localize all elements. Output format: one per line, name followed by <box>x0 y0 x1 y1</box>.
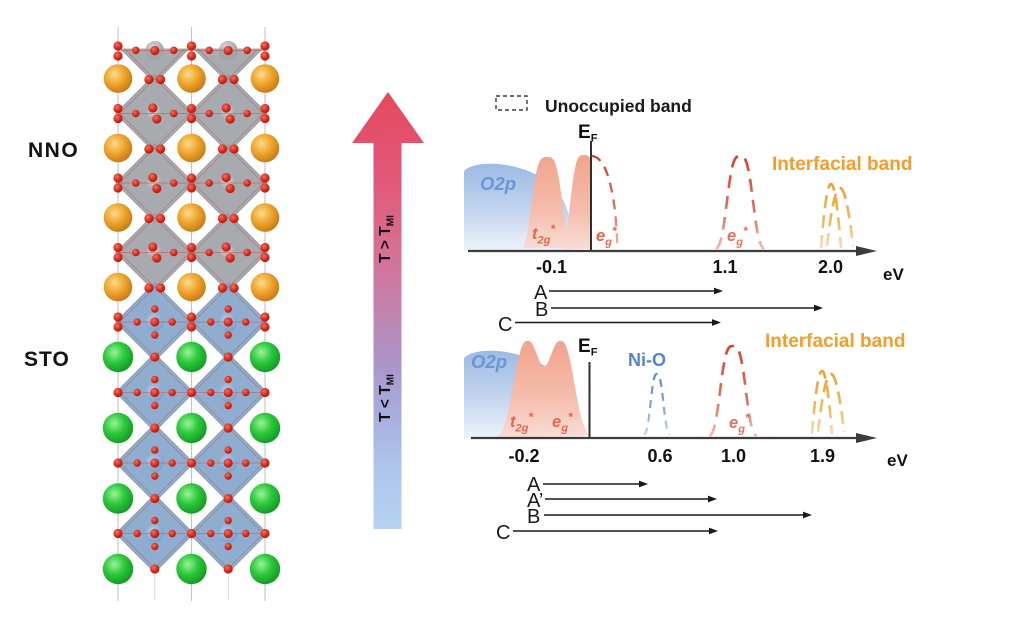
svg-text:EF: EF <box>578 122 598 145</box>
svg-text:NNO: NNO <box>28 139 79 162</box>
svg-text:Unoccupied band: Unoccupied band <box>545 96 692 116</box>
svg-text:eV: eV <box>883 265 904 284</box>
svg-text:-0.2: -0.2 <box>508 446 539 466</box>
svg-text:eV: eV <box>887 451 908 470</box>
svg-text:2.0: 2.0 <box>818 257 843 277</box>
svg-text:1.0: 1.0 <box>721 446 746 466</box>
svg-text:EF: EF <box>578 336 598 359</box>
svg-text:O2p: O2p <box>471 351 507 372</box>
svg-text:A’: A’ <box>527 490 543 512</box>
svg-text:A: A <box>534 282 548 304</box>
svg-text:B: B <box>527 506 540 528</box>
svg-text:1.1: 1.1 <box>712 257 737 277</box>
svg-text:0.6: 0.6 <box>647 446 672 466</box>
svg-text:B: B <box>535 299 548 321</box>
svg-text:A: A <box>527 474 541 496</box>
svg-text:Interfacial band: Interfacial band <box>772 154 912 175</box>
svg-text:T < TMI: T < TMI <box>377 374 397 422</box>
svg-text:C: C <box>498 314 512 336</box>
svg-text:1.9: 1.9 <box>810 446 835 466</box>
svg-text:O2p: O2p <box>480 173 516 194</box>
svg-text:-0.1: -0.1 <box>536 257 567 277</box>
svg-text:Interfacial band: Interfacial band <box>765 331 905 352</box>
svg-text:T > TMI: T > TMI <box>377 215 397 263</box>
svg-text:STO: STO <box>24 348 70 371</box>
svg-text:C: C <box>496 522 510 544</box>
svg-text:Ni-O: Ni-O <box>628 350 666 370</box>
svg-text:eg*: eg* <box>729 411 751 436</box>
svg-text:eg*: eg* <box>596 224 618 249</box>
svg-text:eg*: eg* <box>727 224 749 249</box>
